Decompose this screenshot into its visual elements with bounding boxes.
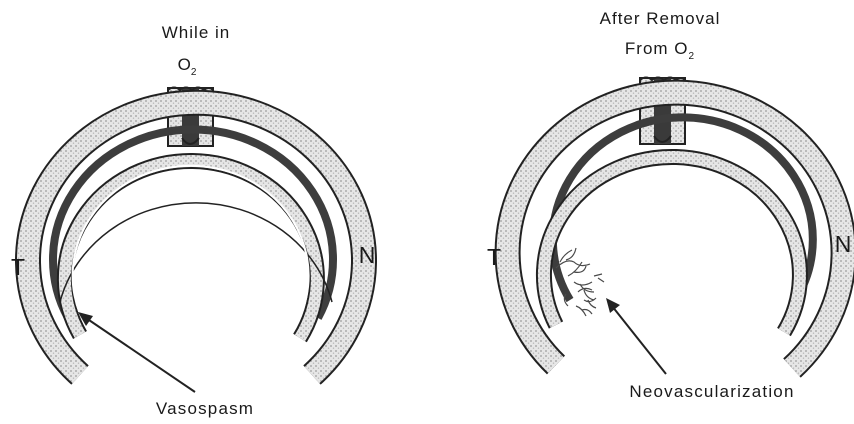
heading-gas-subscript-2: 2 xyxy=(689,51,696,62)
label-nasal: N xyxy=(359,242,376,268)
label-temporal: T xyxy=(11,254,25,280)
label-temporal-2: T xyxy=(487,244,501,270)
svg-text:From O2: From O2 xyxy=(625,39,695,62)
panel-while-in-o2: While in O2 T N Vasospasm xyxy=(11,23,375,418)
heading-gas-subscript: 2 xyxy=(191,67,197,78)
vasospasm-arrow xyxy=(78,312,195,392)
svg-text:O2: O2 xyxy=(178,55,197,78)
heading-gas: O xyxy=(178,55,191,74)
neovascularization-arrow xyxy=(606,298,666,374)
label-nasal-2: N xyxy=(835,231,852,257)
callout-vasospasm: Vasospasm xyxy=(156,399,254,418)
heading-after-removal: After Removal xyxy=(600,9,721,28)
heading-while-in: While in xyxy=(162,23,230,42)
callout-neovascularization: Neovascularization xyxy=(629,382,794,401)
heading-from-o2: From O xyxy=(625,39,689,58)
panel-after-removal: After Removal From O2 xyxy=(487,9,851,401)
